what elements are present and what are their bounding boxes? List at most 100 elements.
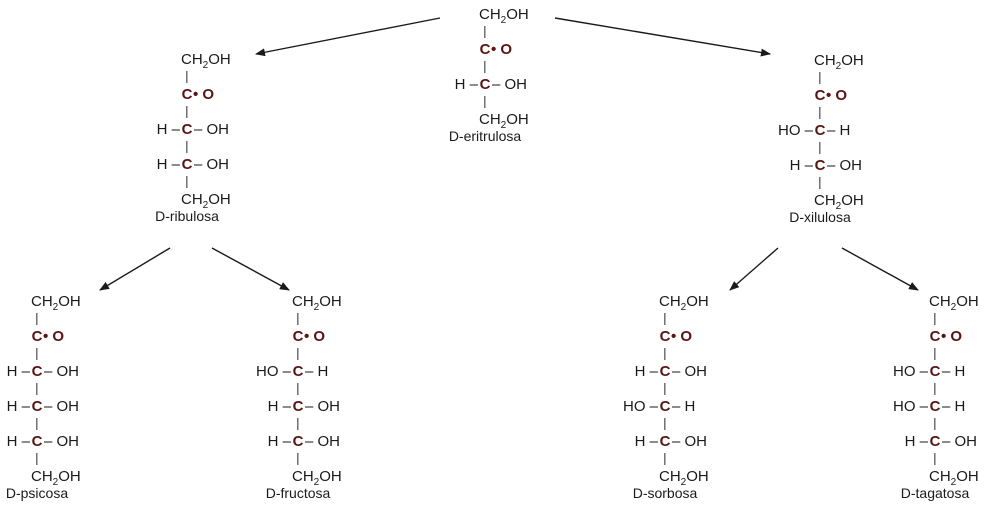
terminal-group: CH2OH	[814, 52, 864, 72]
oxygen-label: O	[835, 87, 848, 104]
carbonyl-oxygen: • O	[826, 87, 848, 104]
oxygen-label: O	[500, 41, 513, 58]
left-substituent-label: HO	[255, 363, 279, 380]
right-substituent: – OH	[305, 398, 341, 415]
terminal-group: CH2OH	[814, 192, 864, 212]
single-bond-vertical	[819, 177, 821, 189]
left-substituent: H –	[267, 433, 291, 450]
chiral-carbon: C	[659, 398, 671, 415]
carbonyl-oxygen: • O	[941, 328, 963, 345]
right-substituent: – H	[827, 122, 851, 139]
fischer-row: C• O	[0, 324, 147, 360]
left-substituent: H –	[634, 433, 658, 450]
fischer-row: H –C– OH	[0, 394, 147, 430]
fischer-row: HO –C– H	[555, 394, 775, 430]
single-bond-vertical	[297, 418, 299, 430]
single-bond-vertical	[186, 71, 188, 83]
arrow-d-ribulosa-to-d-fructosa	[211, 247, 290, 291]
subscript: 2	[313, 302, 320, 313]
carbonyl-carbon: C	[292, 328, 304, 345]
single-bond-vertical	[664, 313, 666, 325]
carbonyl-carbon: C	[479, 41, 491, 58]
subscript: 2	[680, 302, 687, 313]
left-substituent: H –	[6, 363, 30, 380]
chiral-carbon: C	[292, 433, 304, 450]
single-bond-vertical	[934, 453, 936, 465]
subscript: 2	[202, 60, 209, 71]
group-tail: OH	[841, 52, 864, 69]
arrow-d-eritrulosa-to-d-xilulosa	[554, 17, 771, 57]
right-substituent-label: OH	[56, 398, 80, 415]
right-substituent-label: OH	[317, 433, 341, 450]
single-bond-vertical	[297, 383, 299, 395]
terminal-group: CH2OH	[31, 468, 81, 488]
right-substituent: – OH	[942, 433, 978, 450]
right-substituent: – OH	[672, 433, 708, 450]
subscript: 2	[950, 477, 957, 488]
chiral-carbon: C	[929, 433, 941, 450]
oxygen-label: O	[52, 328, 65, 345]
right-substituent-label: OH	[684, 433, 708, 450]
fischer-row: H –C– OH	[188, 429, 408, 465]
right-substituent-label: OH	[317, 398, 341, 415]
right-substituent-label: OH	[684, 363, 708, 380]
molecule-name: D-eritrulosa	[448, 128, 522, 144]
left-substituent: HO –	[255, 363, 291, 380]
fischer-row: CH2OH	[77, 47, 297, 83]
carbonyl-carbon: C	[659, 328, 671, 345]
right-substituent-label: H	[839, 122, 851, 139]
right-substituent: – H	[305, 363, 329, 380]
subscript: 2	[500, 120, 507, 131]
chiral-carbon: C	[929, 398, 941, 415]
left-substituent-label: HO	[622, 398, 646, 415]
right-substituent-label: OH	[206, 121, 230, 138]
group-text: CH	[659, 293, 681, 310]
left-substituent-label: HO	[892, 363, 916, 380]
right-substituent-label: OH	[839, 157, 863, 174]
carbonyl-oxygen: • O	[43, 328, 65, 345]
group-text: CH	[31, 468, 53, 485]
group-tail: OH	[208, 51, 231, 68]
single-bond-vertical	[186, 106, 188, 118]
left-substituent-label: H	[454, 76, 466, 93]
fischer-row: H –C– OH	[555, 359, 775, 395]
terminal-group: CH2OH	[181, 51, 231, 71]
group-text: CH	[479, 6, 501, 23]
single-bond-vertical	[297, 313, 299, 325]
carbonyl-oxygen: • O	[491, 41, 513, 58]
right-substituent: – H	[942, 363, 966, 380]
fischer-row: HO –C– H	[710, 118, 930, 154]
fischer-row: H –C– OH	[0, 359, 147, 395]
left-substituent: HO –	[622, 398, 658, 415]
right-substituent-label: H	[954, 363, 966, 380]
right-substituent-label: OH	[56, 363, 80, 380]
chiral-carbon: C	[181, 156, 193, 173]
fischer-row: C• O	[555, 324, 775, 360]
subscript: 2	[52, 302, 59, 313]
fischer-row: HO –C– H	[188, 359, 408, 395]
group-tail: OH	[319, 468, 342, 485]
carbonyl-carbon: C	[929, 328, 941, 345]
single-bond-vertical	[664, 453, 666, 465]
right-substituent-label: H	[954, 398, 966, 415]
single-bond-vertical	[664, 418, 666, 430]
left-substituent-label: H	[267, 398, 279, 415]
subscript: 2	[202, 200, 209, 211]
fischer-row: H –C– OH	[77, 152, 297, 188]
fischer-row: H –C– OH	[77, 117, 297, 153]
group-tail: OH	[208, 191, 231, 208]
carbonyl-oxygen: • O	[193, 86, 215, 103]
left-substituent-label: HO	[892, 398, 916, 415]
single-bond-vertical	[36, 383, 38, 395]
group-text: CH	[659, 468, 681, 485]
group-text: CH	[31, 293, 53, 310]
fischer-row: CH2OH	[188, 464, 408, 499]
right-substituent: – H	[672, 398, 696, 415]
subscript: 2	[52, 477, 59, 488]
group-text: CH	[479, 111, 501, 128]
single-bond-vertical	[819, 142, 821, 154]
left-substituent: H –	[156, 121, 180, 138]
left-substituent-label: H	[6, 398, 18, 415]
group-tail: OH	[319, 293, 342, 310]
